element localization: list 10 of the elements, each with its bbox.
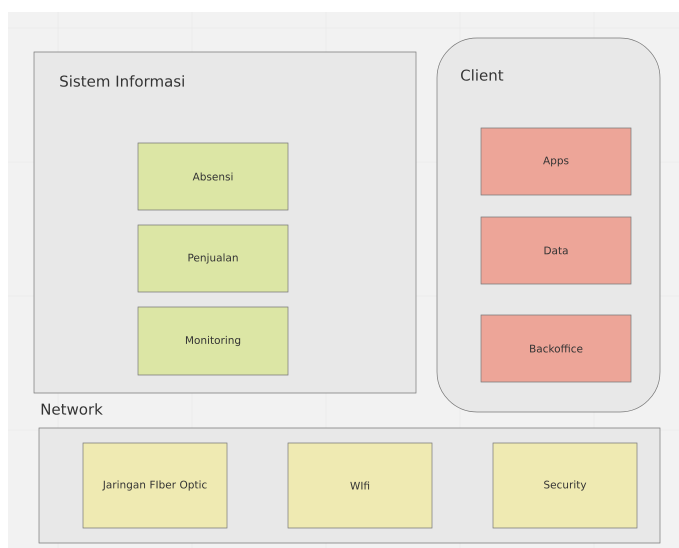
- module-box: WIfi: [288, 442, 432, 528]
- module-box: Absensi: [138, 142, 288, 210]
- module-box: Penjualan: [138, 224, 288, 292]
- module-box: Security: [492, 442, 638, 528]
- module-box: Data: [480, 216, 632, 284]
- node-label: Network: [42, 403, 103, 415]
- module-box: Jaringan FIber Optic: [82, 442, 228, 528]
- module-box: Apps: [480, 128, 632, 196]
- module-box: Backoffice: [480, 314, 632, 382]
- module-box: Monitoring: [138, 306, 288, 376]
